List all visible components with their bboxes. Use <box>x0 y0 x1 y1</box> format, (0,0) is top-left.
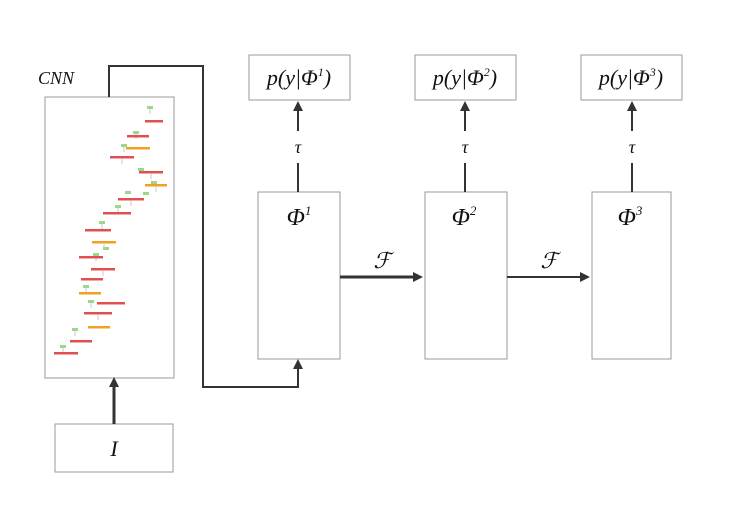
prob1-label: p(y|Φ1) <box>265 65 331 90</box>
cnn-layer-bar <box>125 191 131 194</box>
cnn-layer-bar <box>54 352 78 355</box>
phi2-box <box>424 191 508 360</box>
cnn-layer-bar <box>99 221 105 224</box>
cnn-layer-bar <box>139 171 163 174</box>
tau1-label: τ <box>295 137 302 157</box>
cnn-box <box>44 96 175 379</box>
cnn-layer-bar <box>145 120 163 123</box>
phi2-label: Φ2 <box>452 203 477 231</box>
cnn-layer-bar <box>126 147 150 150</box>
cnn-layer-bar <box>92 241 116 244</box>
cnn-layer-bar <box>143 192 149 195</box>
input-box <box>54 423 174 473</box>
transition-label-2: ℱ <box>540 248 561 273</box>
cnn-layer-bar <box>93 253 99 256</box>
cnn-layer-bar <box>103 247 109 250</box>
cnn-layer-bar <box>83 285 89 288</box>
cnn-layer-bar <box>147 106 153 109</box>
cnn-layer-bar <box>79 292 101 295</box>
cnn-layer-bar <box>127 135 149 138</box>
prob3-label: p(y|Φ3) <box>597 65 663 90</box>
cnn-layer-bar <box>70 340 92 343</box>
cnn-layer-bar <box>133 131 139 134</box>
cnn-layer-bar <box>88 326 110 329</box>
cnn-layer-bar <box>151 181 157 184</box>
cnn-layer-bar <box>88 300 94 303</box>
cnn-layer-bar <box>121 144 127 147</box>
prob2-box <box>414 54 517 101</box>
cnn-layer-bar <box>85 229 111 232</box>
cnn-layer-bar <box>72 328 78 331</box>
prob3-box <box>580 54 683 101</box>
tau3-label: τ <box>629 137 636 157</box>
cnn-layer-bar <box>110 156 134 159</box>
cnn-layer-bar <box>118 198 144 201</box>
phi1-label: Φ1 <box>287 203 312 231</box>
cnn-layer-bar <box>91 268 115 271</box>
cnn-layer-bar <box>145 184 167 187</box>
phi3-box <box>591 191 672 360</box>
cnn-layer-bar <box>138 168 144 171</box>
cnn-to-phi1-connector <box>108 65 303 388</box>
cnn-layer-bar <box>60 345 66 348</box>
cnn-layer-bar <box>115 205 121 208</box>
cnn-layer-bar <box>103 212 131 215</box>
input-label: I <box>109 436 119 461</box>
tau2-label: τ <box>462 137 469 157</box>
prob2-label: p(y|Φ2) <box>431 65 497 90</box>
transition-label-1: ℱ <box>373 248 394 273</box>
cnn-layer-bar <box>97 302 125 305</box>
phi3-label: Φ3 <box>618 203 643 231</box>
cnn-layer-bar <box>81 278 103 281</box>
prob1-box <box>248 54 351 101</box>
cnn-label: CNN <box>38 68 75 88</box>
cnn-layer-bar <box>84 312 112 315</box>
cnn-layer-stack <box>54 106 167 355</box>
cnn-layer-bar <box>79 256 103 259</box>
